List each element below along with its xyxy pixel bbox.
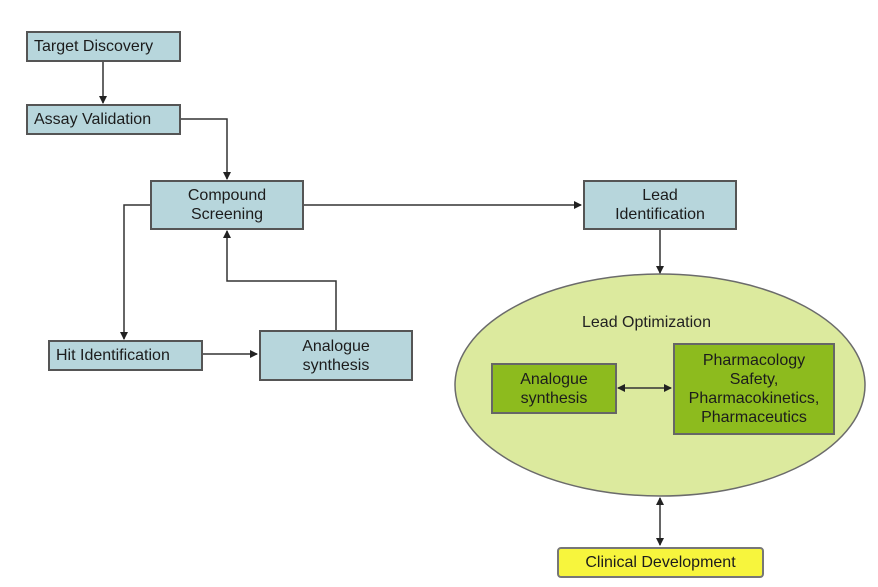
node-label: Hit Identification	[56, 347, 170, 364]
node-label-line: Pharmacokinetics,	[688, 390, 820, 407]
node-hit-identification: Hit Identification	[48, 340, 203, 371]
node-label-line: Screening	[190, 206, 264, 223]
node-assay-validation: Assay Validation	[26, 104, 181, 135]
node-label-line: Analogue	[520, 370, 588, 388]
node-label-line: Lead	[642, 187, 678, 204]
node-clinical-development: Clinical Development	[557, 547, 764, 578]
node-target-discovery: Target Discovery	[26, 31, 181, 62]
node-label: Clinical Development	[585, 554, 736, 571]
node-analogue-synthesis: Analogue synthesis	[259, 330, 413, 381]
lead-optimization-title: Lead Optimization	[582, 314, 711, 331]
edge-assay-to-compound	[180, 118, 231, 180]
node-label-line: Safety,	[729, 371, 779, 388]
node-label-line: Pharmacology	[702, 352, 806, 369]
node-label-line: Identification	[615, 206, 705, 223]
node-pharmacology: Pharmacology Safety, Pharmacokinetics, P…	[673, 343, 835, 435]
node-label-line: synthesis	[302, 356, 370, 374]
node-label-line: Pharmaceutics	[701, 409, 807, 426]
node-lead-identification: Lead Identification	[583, 180, 737, 230]
node-compound-screening: Compound Screening	[150, 180, 304, 230]
node-label-line: synthesis	[520, 389, 588, 407]
edge-analogue-to-compound	[223, 230, 337, 330]
node-label: Target Discovery	[34, 38, 154, 55]
node-label: Assay Validation	[34, 111, 152, 128]
node-label-line: Analogue	[302, 337, 370, 355]
node-label-line: Compound	[187, 187, 267, 204]
node-inner-analogue-synthesis: Analogue synthesis	[491, 363, 617, 414]
edge-compound-to-hit	[120, 204, 150, 340]
